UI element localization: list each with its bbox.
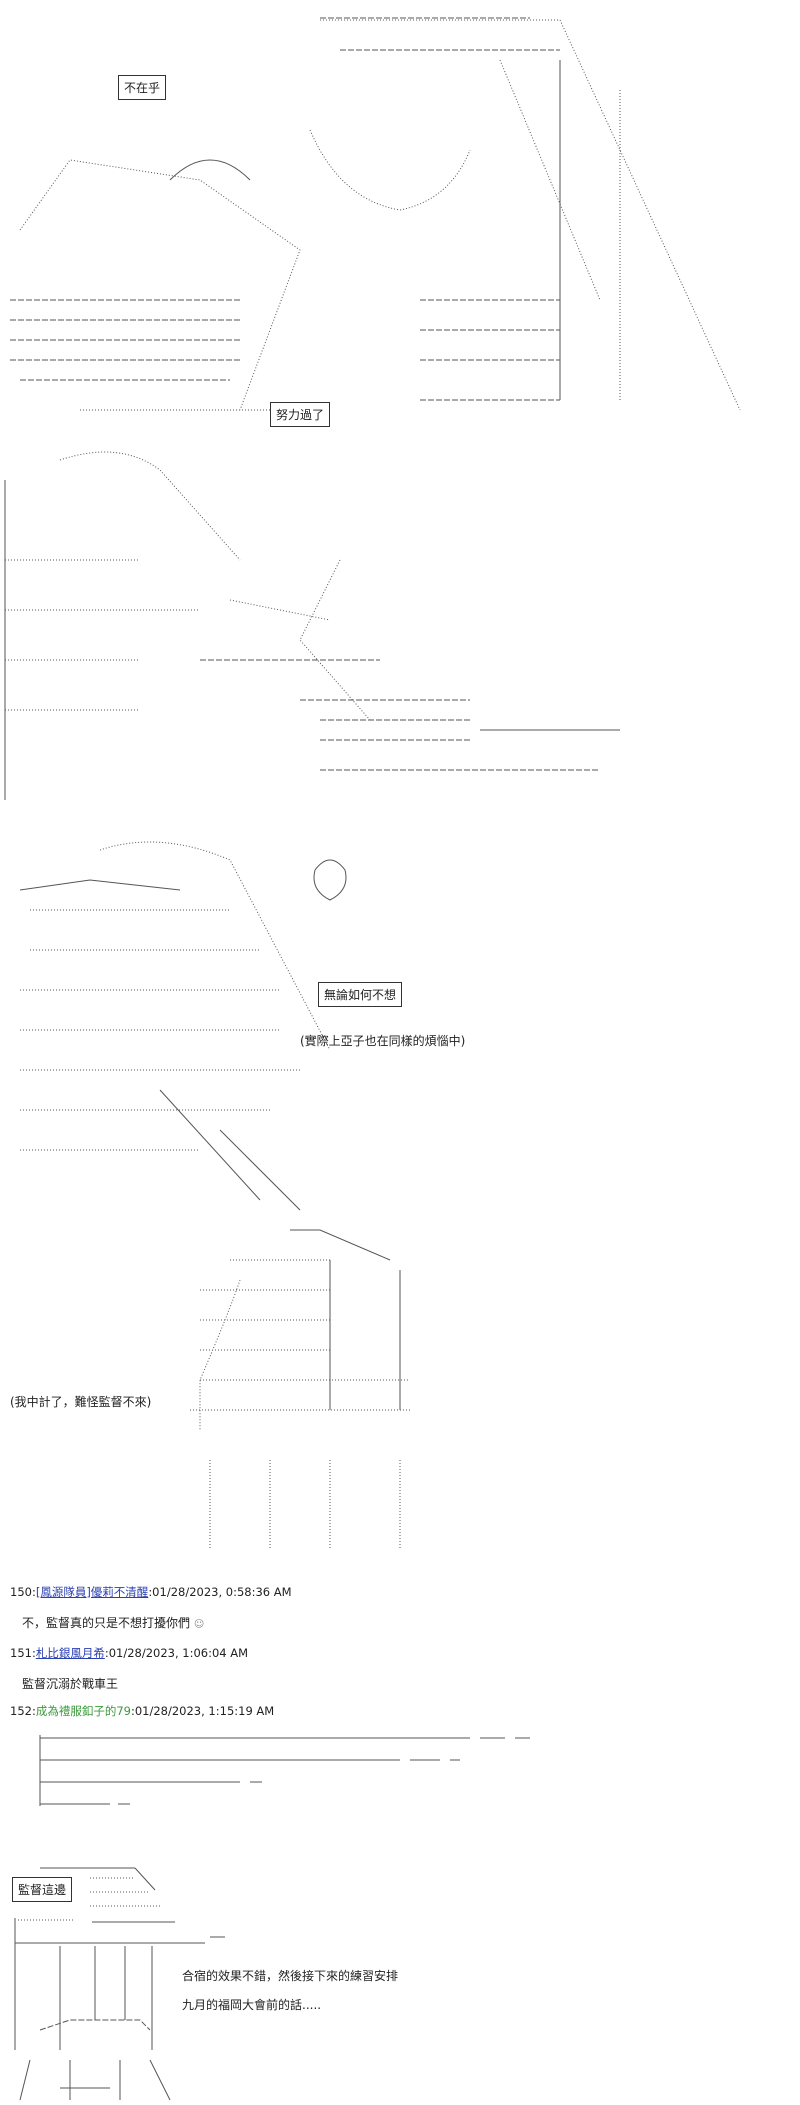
comment-timestamp: :01/28/2023, 0:58:36 AM <box>148 1585 292 1599</box>
ascii-art-panel-3 <box>19 841 347 1211</box>
dialogue-line-2: 九月的福岡大會前的話..... <box>182 1998 322 2012</box>
comment-number: 150: <box>10 1585 36 1599</box>
comment-152-line-art <box>39 1735 530 1806</box>
comment-user-link[interactable]: 成為禮服釦子的79 <box>35 1704 131 1718</box>
comment-body-151: 監督沉溺於戰車王 <box>22 1677 119 1691</box>
ascii-art-panel-1 <box>10 17 741 411</box>
comment-timestamp: :01/28/2023, 1:15:19 AM <box>130 1704 275 1718</box>
comment-header-152: 152:成為禮服釦子的79:01/28/2023, 1:15:19 AM <box>10 1703 274 1719</box>
comment-number: 151: <box>10 1646 36 1660</box>
speech-box-p2: 努力過了 <box>270 402 331 427</box>
comment-body-150: 不，監督真的只是不想打擾你們 ☺ <box>22 1614 204 1631</box>
comment-user-link[interactable]: 札比銀風月希 <box>35 1646 105 1660</box>
comment-number: 152: <box>10 1704 36 1718</box>
comment-header-151: 151:札比銀風月希:01/28/2023, 1:06:04 AM <box>10 1645 248 1661</box>
speech-box-p3: 無論如何不想 <box>318 982 403 1007</box>
ascii-art-panel-5 <box>14 1867 225 2101</box>
ascii-art-panel-2 <box>4 451 620 800</box>
caption-p3: (實際上亞子也在同樣的煩惱中) <box>300 1034 466 1048</box>
caption-p4: (我中計了，難怪監督不來) <box>10 1395 152 1409</box>
smiley-emoji-icon: ☺ <box>193 1619 205 1630</box>
ascii-art-panel-4 <box>190 1229 410 1550</box>
speech-box-p1: 不在乎 <box>118 75 167 100</box>
dialogue-line-1: 合宿的效果不錯，然後接下來的練習安排 <box>182 1969 399 1983</box>
comment-user-link[interactable]: [鳳源隊員]優莉不清醒 <box>35 1585 149 1599</box>
comment-text: 不，監督真的只是不想打擾你們 <box>22 1616 191 1630</box>
comment-timestamp: :01/28/2023, 1:06:04 AM <box>104 1646 249 1660</box>
speech-box-p5: 監督這邊 <box>12 1877 73 1902</box>
comment-header-150: 150:[鳳源隊員]優莉不清醒:01/28/2023, 0:58:36 AM <box>10 1584 292 1600</box>
